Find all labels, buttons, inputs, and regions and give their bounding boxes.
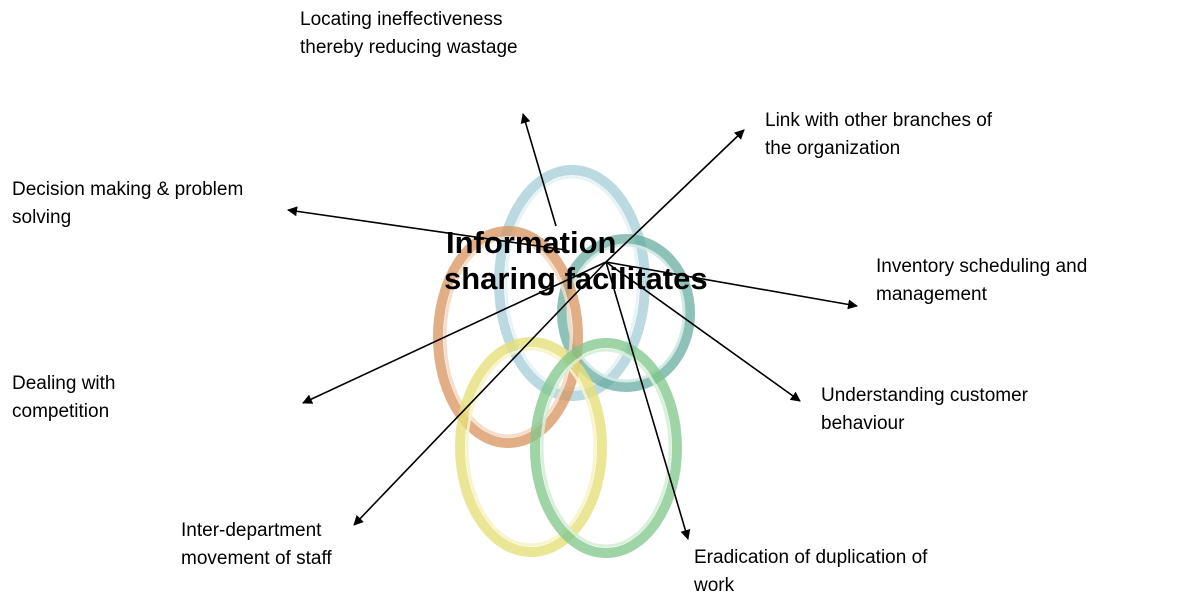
label-inter-department: Inter-department movement of staff — [181, 517, 421, 573]
rings-cluster — [433, 165, 695, 558]
center-title-line-2: sharing facilitates — [444, 261, 708, 296]
label-eradication-duplication: Eradication of duplication of work — [694, 544, 1024, 600]
center-title: Information sharing facilitates — [444, 225, 708, 297]
label-line: Decision making & problem — [12, 179, 244, 200]
label-decision-making: Decision making & problem solving — [12, 176, 352, 232]
arrow-link — [605, 129, 745, 263]
label-line: Understanding customer — [821, 385, 1028, 406]
label-line: competition — [12, 401, 110, 422]
ring-green-inner — [540, 348, 672, 548]
label-line: Link with other branches of — [765, 110, 993, 131]
label-locating-ineffectiveness: Locating ineffectiveness thereby reducin… — [300, 6, 608, 62]
arrow-decision — [287, 206, 567, 251]
label-line: Inter-department — [181, 520, 322, 541]
center-title-line-1: Information — [446, 225, 617, 260]
ring-blue — [494, 165, 650, 401]
arrow-inventory — [605, 261, 858, 310]
label-line: Eradication of duplication of — [694, 547, 928, 568]
ring-teal — [557, 234, 695, 392]
label-line: behaviour — [821, 413, 905, 434]
label-line: management — [876, 284, 987, 305]
ring-orange — [433, 226, 583, 448]
label-customer-behaviour: Understanding customer behaviour — [821, 382, 1151, 438]
arrow-staff — [353, 261, 607, 526]
label-link-branches: Link with other branches of the organiza… — [765, 107, 1100, 163]
arrow-customer — [605, 261, 801, 402]
label-line: Dealing with — [12, 373, 116, 394]
arrow-duplication — [605, 261, 691, 540]
label-line: Inventory scheduling and — [876, 256, 1088, 277]
ring-yellow-inner — [465, 347, 597, 547]
label-line: thereby reducing wastage — [300, 37, 518, 58]
arrows — [287, 113, 858, 540]
arrow-competition — [302, 261, 607, 404]
label-competition: Dealing with competition — [12, 370, 240, 426]
arrow-locating — [520, 113, 557, 227]
label-line: Locating ineffectiveness — [300, 9, 503, 30]
label-line: solving — [12, 207, 72, 228]
ring-green — [530, 338, 682, 558]
label-line: the organization — [765, 138, 901, 159]
label-line: movement of staff — [181, 548, 332, 569]
ring-yellow — [455, 337, 607, 557]
label-inventory: Inventory scheduling and management — [876, 253, 1176, 309]
label-line: work — [694, 575, 735, 596]
